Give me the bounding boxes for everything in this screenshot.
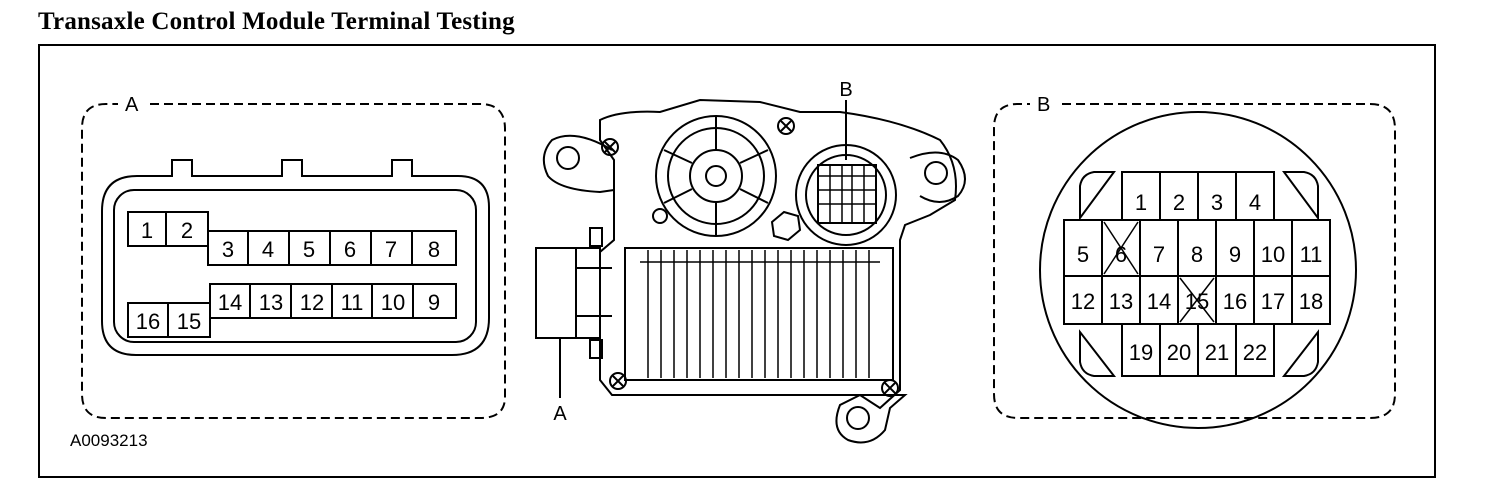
screw-icon — [609, 372, 627, 390]
connector-b-pin: 1 — [1135, 190, 1147, 215]
mount-hole-bottom — [846, 406, 870, 430]
rotor-spoke — [739, 188, 769, 204]
heat-sink — [624, 247, 894, 381]
figure-id: A0093213 — [70, 431, 148, 450]
connector-b-pin: 4 — [1249, 190, 1261, 215]
hex-nut — [770, 210, 802, 242]
connector-b-key — [1079, 171, 1116, 222]
module-illustration — [535, 98, 966, 444]
connector-b-detail: B 1 2 3 4 5 6 7 8 9 10 11 — [993, 94, 1396, 429]
connector-b-pin: 16 — [1223, 289, 1247, 314]
crossed-out-pin-mark — [1103, 221, 1139, 275]
rotor-spoke — [663, 188, 693, 204]
connector-b-dashed-border — [993, 103, 1396, 419]
connector-b-pin: 19 — [1129, 340, 1153, 365]
connector-a-pin: 7 — [385, 237, 397, 262]
module-mount-ear-right — [909, 151, 966, 203]
connector-b-pin: 9 — [1229, 242, 1241, 267]
connector-b-pin: 18 — [1299, 289, 1323, 314]
connector-b-key — [1079, 329, 1117, 377]
connector-a-dashed-border — [81, 103, 506, 419]
connector-b-pin: 13 — [1109, 289, 1133, 314]
connector-b-pin: 20 — [1167, 340, 1191, 365]
rotor-center — [705, 165, 727, 187]
connector-a-pin: 4 — [262, 237, 274, 262]
connector-a-pin: 13 — [259, 290, 283, 315]
connector-b-pin: 10 — [1261, 242, 1285, 267]
connector-a-pin: 15 — [177, 309, 201, 334]
connector-b-pin: 3 — [1211, 190, 1223, 215]
screw-icon — [777, 117, 795, 135]
connector-a-on-module — [535, 247, 601, 339]
connector-b-on-module-grid — [817, 164, 877, 224]
figure-frame — [38, 44, 1436, 478]
connector-a-pin: 2 — [181, 218, 193, 243]
connector-b-pin: 21 — [1205, 340, 1229, 365]
connector-a-pin: 8 — [428, 237, 440, 262]
small-plug — [652, 208, 668, 224]
connector-a-detail-label: A — [125, 94, 139, 116]
connector-b-pin: 14 — [1147, 289, 1171, 314]
connector-b-pin: 2 — [1173, 190, 1185, 215]
connector-b-detail-label: B — [1037, 94, 1050, 116]
connector-a-pin-row-1: 1 2 3 4 5 6 7 8 — [127, 211, 457, 266]
connector-a-pin: 12 — [300, 290, 324, 315]
rotor-spoke — [739, 149, 769, 164]
mount-hole-left — [556, 146, 580, 170]
rotor-hub — [689, 149, 743, 203]
crossed-out-pin-mark — [1179, 277, 1215, 323]
connector-a-pin: 1 — [141, 218, 153, 243]
mount-hole-right — [924, 161, 948, 185]
callout-b-label: B — [839, 79, 852, 101]
connector-a-pin: 14 — [218, 290, 242, 315]
module-housing — [599, 98, 957, 444]
connector-b-key — [1282, 171, 1319, 222]
heat-sink-fins — [640, 250, 880, 378]
connector-a-pin-row-2: 16 15 14 13 12 11 10 9 — [127, 283, 457, 338]
connector-a-pin: 6 — [344, 237, 356, 262]
connector-b-pin: 11 — [1300, 242, 1323, 267]
connector-b-pin: 17 — [1261, 289, 1285, 314]
connector-b-pin: 12 — [1071, 289, 1095, 314]
connector-b-shell — [1039, 111, 1357, 429]
connector-a-pin: 11 — [341, 290, 364, 315]
connector-b-pin: 6 — [1115, 242, 1127, 267]
connector-a-pin: 5 — [303, 237, 315, 262]
connector-b-key — [1281, 329, 1319, 377]
screw-icon — [601, 138, 619, 156]
connector-b-pin: 5 — [1077, 242, 1089, 267]
connector-b-pin: 7 — [1153, 242, 1165, 267]
connector-a-pin: 9 — [428, 290, 440, 315]
screw-icon — [881, 379, 899, 397]
connector-a-detail: A 1 2 3 4 5 6 7 8 — [81, 94, 506, 419]
callout-a-label: A — [553, 403, 567, 425]
connector-a-pin: 3 — [222, 237, 234, 262]
connector-a-pin: 16 — [136, 309, 160, 334]
connector-a-outer-shell — [101, 159, 490, 356]
connector-a-inner-shell — [113, 189, 477, 343]
connector-a-pin: 10 — [381, 290, 405, 315]
connector-b-pin: 22 — [1243, 340, 1267, 365]
module-mount-ear-left — [542, 134, 615, 194]
page-title: Transaxle Control Module Terminal Testin… — [38, 8, 515, 35]
rotor-spoke — [663, 149, 693, 164]
connector-b-pin: 8 — [1191, 242, 1203, 267]
connector-b-pin-row-4 — [1121, 323, 1275, 377]
